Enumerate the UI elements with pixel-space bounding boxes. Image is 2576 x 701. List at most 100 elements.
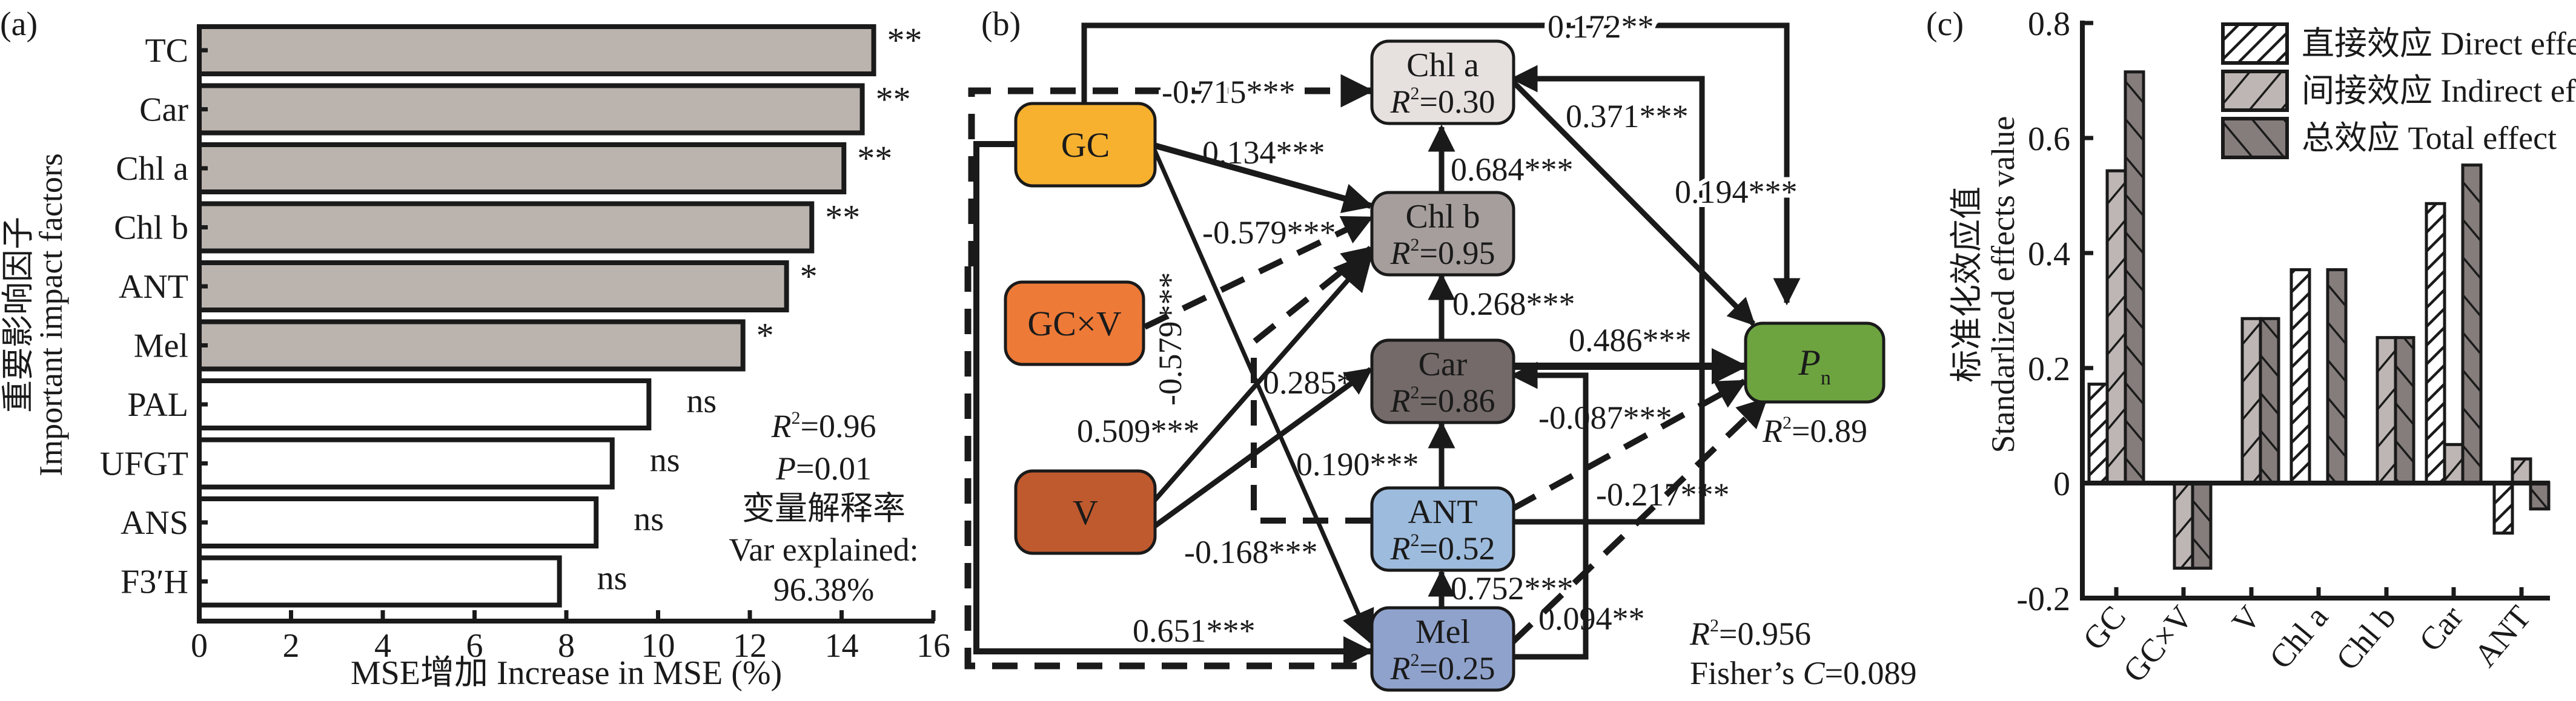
superscript-2: 2	[792, 408, 801, 428]
bar-pal	[197, 378, 652, 430]
x-tick-label-ant: ANT	[2467, 599, 2538, 674]
coef-car-chlb: 0.268***	[1452, 286, 1575, 322]
panel-label-a: (a)	[0, 5, 38, 43]
legend-item-direct-effect: 直接效应 Direct effect	[2221, 22, 2576, 65]
x-tick-label-16: 16	[916, 627, 950, 665]
y-tick-label-0-8: 0.8	[2028, 5, 2070, 43]
significance-f3-h: ns	[597, 560, 627, 597]
x-tick-label-gc-v: GC×V	[2116, 599, 2200, 689]
coef-chla-pn: 0.371***	[1566, 98, 1689, 134]
legend-item-indirect-effect: 间接效应 Indirect effect	[2221, 70, 2576, 112]
legend-label-direct-effect: 直接效应 Direct effect	[2302, 25, 2576, 62]
node-box-chla	[1370, 39, 1515, 125]
significance-mel: *	[757, 316, 774, 355]
legend-label-total-effect: 总效应 Total effect	[2302, 120, 2557, 156]
node-chlb: Chl bR2=0.95	[1370, 191, 1515, 277]
category-label-ant: ANT	[119, 268, 188, 306]
node-label-car: Car	[1419, 346, 1468, 383]
coef-v-chlb: 0.509***	[1077, 413, 1200, 449]
node-label-ant: ANT	[1408, 493, 1477, 531]
bar-f3-h	[197, 555, 562, 608]
bar-car-total-effect	[2461, 163, 2483, 485]
bar-ans	[197, 496, 599, 548]
coef-gc-mel-left: 0.651***	[1133, 613, 1256, 649]
node-r2-ant: R2=0.52	[1390, 530, 1495, 567]
node-label-chlb: Chl b	[1406, 198, 1480, 235]
edge-gc-mel-left	[973, 141, 1374, 666]
bar-car	[197, 83, 865, 136]
y-tick-label-0-4: 0.4	[2028, 235, 2070, 273]
bar-car-indirect-effect	[2443, 443, 2465, 485]
legend-swatch-indirect-effect	[2221, 70, 2289, 112]
node-box-gcxv	[1004, 280, 1145, 366]
x-tick-label-gc: GC	[2076, 599, 2133, 657]
model-fit-r2: R2=0.956	[1689, 616, 1811, 652]
x-tick-label-8: 8	[558, 627, 575, 665]
node-box-chlb	[1370, 191, 1515, 277]
category-label-pal: PAL	[127, 386, 188, 424]
node-r2-car: R2=0.86	[1390, 383, 1495, 419]
coef-gc-chlb: 0.134***	[1202, 134, 1325, 171]
svg-text:R2=0.96: R2=0.96	[771, 408, 876, 444]
category-label-mel: Mel	[134, 327, 188, 365]
edge-gc-chla	[968, 74, 1374, 266]
var-explained-cn: 变量解释率	[742, 490, 906, 527]
var-explained-value: 96.38%	[773, 571, 874, 608]
node-v: V	[1014, 469, 1157, 555]
bar-chl-a-direct-effect	[2290, 268, 2311, 485]
coef-ant-pn: -0.087***	[1538, 400, 1672, 436]
node-label-pn: Pn	[1798, 343, 1831, 389]
node-r2-chlb: R2=0.95	[1390, 235, 1495, 271]
legend-swatch-total-effect	[2221, 117, 2289, 159]
y-tick-label-0-6: 0.6	[2028, 120, 2070, 158]
category-label-f3-h: F3′H	[121, 564, 188, 601]
bar-mel	[197, 319, 746, 372]
coef-gcxv-chlb: -0.579***	[1202, 214, 1336, 251]
bar-ufgt	[197, 437, 615, 490]
node-label-chla: Chl a	[1406, 47, 1479, 84]
coef-mel-car: 0.094**	[1538, 601, 1645, 637]
x-tick-label-car: Car	[2412, 599, 2470, 658]
node-box-ant	[1370, 486, 1515, 572]
y-tick-label-0: 0	[2053, 466, 2070, 503]
node-gc: GC	[1014, 102, 1157, 188]
bar-chl-b-indirect-effect	[2376, 336, 2397, 485]
x-tick-label-2: 2	[283, 627, 300, 665]
bar-tc	[197, 24, 876, 76]
significance-chl-a: **	[857, 139, 892, 178]
panel-a-y-axis-label-cn: 重要影响因子	[0, 217, 36, 413]
x-tick-label-0: 0	[191, 627, 208, 665]
coef-chlb-chla: 0.684***	[1451, 151, 1574, 188]
coef-gc-mel: -0.579***	[1152, 272, 1188, 406]
node-label-mel: Mel	[1415, 613, 1470, 651]
node-box-pn	[1744, 321, 1886, 404]
bar-chl-b-total-effect	[2394, 336, 2415, 485]
x-tick-label-chl-a: Chl a	[2262, 599, 2335, 676]
node-box-mel	[1370, 606, 1515, 692]
edge-mel-pn	[1511, 397, 1768, 644]
significance-ufgt: ns	[650, 442, 680, 479]
p-symbol: P	[775, 450, 796, 487]
coef-ant-car: 0.190***	[1296, 446, 1419, 482]
var-explained-en: Var explained:	[729, 532, 918, 568]
r-symbol: R	[771, 408, 792, 444]
y-tick-label-0-2: 0.2	[2028, 350, 2070, 388]
category-label-ans: ANS	[121, 504, 188, 542]
x-tick-label-chl-b: Chl b	[2329, 599, 2403, 677]
bar-gc-v-total-effect	[2191, 481, 2213, 570]
edge-mel-car	[1510, 361, 1589, 660]
coef-mel-ant: 0.752***	[1451, 570, 1574, 607]
bar-ant-direct-effect	[2492, 481, 2514, 535]
path-edges	[964, 22, 1801, 670]
edge-gc-pn	[1081, 22, 1801, 306]
r2-value: =0.96	[801, 408, 876, 444]
edge-ant-pn	[1511, 378, 1747, 512]
node-box-car	[1370, 338, 1515, 424]
bar-ant-total-effect	[2529, 481, 2551, 511]
edge-v-chlb	[1151, 251, 1374, 503]
